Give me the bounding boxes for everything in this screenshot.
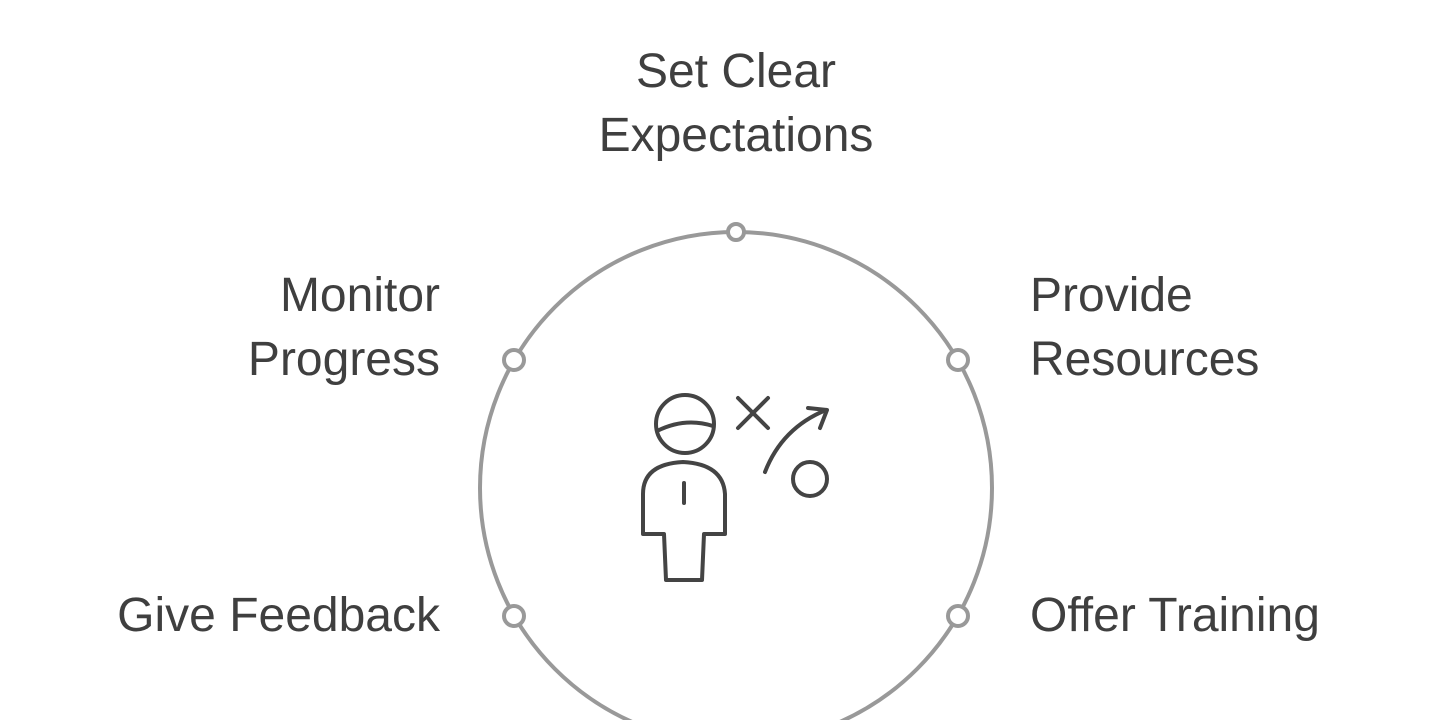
node-lower-left: [502, 604, 526, 628]
x-mark-icon: [736, 396, 770, 430]
node-upper-left: [502, 348, 526, 372]
coach-strategy-icon: [641, 393, 829, 582]
play-arrow-icon: [763, 408, 828, 474]
o-mark-icon: [791, 460, 829, 498]
person-head-icon: [654, 393, 716, 455]
step-label-give-feedback: Give Feedback: [117, 589, 440, 642]
step-label-set-clear-expectations: Set Clear Expectations: [598, 45, 874, 162]
node-top: [726, 222, 746, 242]
cycle-ring: [478, 230, 994, 720]
node-upper-right: [946, 348, 970, 372]
step-label-monitor-progress: Monitor Progress: [247, 269, 440, 386]
node-lower-right: [946, 604, 970, 628]
step-label-provide-resources: Provide Resources: [1030, 269, 1260, 386]
step-label-offer-training: Offer Training: [1030, 589, 1320, 642]
person-body-icon: [641, 460, 727, 582]
